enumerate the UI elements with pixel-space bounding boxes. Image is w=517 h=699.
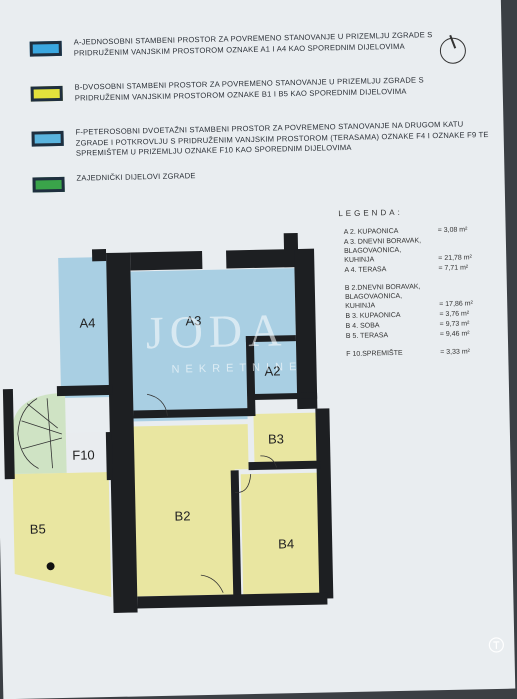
legenda-item-value: = 7,71 m² — [438, 264, 469, 273]
room-label-f10: F10 — [72, 447, 95, 462]
legenda-item-value: = 9,46 m² — [439, 330, 470, 339]
legend-text-b: B-DVOSOBNI STAMBENI PROSTOR ZA POVREMENO… — [74, 75, 424, 103]
room-fill-a2 — [251, 343, 298, 394]
legend-row-a: A-JEDNOSOBNI STAMBENI PROSTOR ZA POVREME… — [29, 30, 444, 60]
floor-plan-drawing: A4 A3 A2 F10 B3 B2 B5 B4 — [2, 233, 334, 613]
room-label-a3: A3 — [185, 313, 201, 328]
legend-row-b: B-DVOSOBNI STAMBENI PROSTOR ZA POVREMENO… — [30, 75, 444, 105]
legend-swatch-a — [29, 40, 62, 57]
corner-logo-icon — [488, 637, 504, 653]
room-label-b4: B4 — [278, 536, 294, 551]
legenda-item: B 4. SOBA = 9,73 m² — [345, 320, 470, 331]
legenda-item-label: F 10.SPREMIŠTE — [346, 349, 403, 359]
legenda-item-label: KUHINJA — [345, 302, 376, 311]
legenda-item-label: A 2. KUPAONICA — [343, 227, 399, 237]
room-label-b3: B3 — [268, 431, 284, 446]
legenda-item-value: = 3,08 m² — [437, 226, 468, 235]
legenda-item-label: B 4. SOBA — [345, 322, 380, 331]
room-label-b5: B5 — [30, 521, 46, 536]
legenda-item-label: B 3. KUPAONICA — [345, 311, 401, 321]
room-fill-b3 — [253, 412, 317, 464]
legenda-item-label: B 2.DNEVNI BORAVAK, — [344, 283, 421, 293]
legenda-item-value: = 21,78 m² — [438, 254, 472, 263]
legenda-item-label: KUHINJA — [344, 256, 375, 265]
legenda-item: B 5. TERASA = 9,46 m² — [345, 330, 470, 341]
legenda-item: F 10.SPREMIŠTE = 3,33 m² — [346, 348, 470, 359]
legend-swatch-common — [32, 176, 65, 193]
legenda-item: A 4. TERASA = 7,71 m² — [344, 264, 468, 275]
legend-row-f: F-PETEROSOBNI DVOETAŽNI STAMBENI PROSTOR… — [31, 119, 496, 160]
legenda-item-label: BLAGOVAONICA, — [344, 246, 402, 256]
stair-common — [11, 392, 67, 475]
legend-swatch-b — [30, 85, 63, 102]
walls — [2, 233, 334, 613]
legend-text-common: ZAJEDNIČKI DIJELOVI ZGRADE — [76, 171, 196, 183]
room-fill-b5 — [12, 472, 112, 598]
room-fill-a4 — [58, 256, 124, 399]
legenda-title: LEGENDA: — [338, 207, 403, 219]
watermark-logo: JODA — [145, 304, 288, 359]
legenda-item: KUHINJA = 17,86 m² — [345, 300, 473, 311]
legenda-item-label: B 5. TERASA — [345, 332, 389, 341]
door-swings — [146, 393, 277, 593]
drain-icon — [46, 562, 55, 571]
room-label-a4: A4 — [79, 315, 95, 330]
legenda-item-label: A 4. TERASA — [344, 266, 387, 275]
legenda-item: B 3. KUPAONICA = 3,76 m² — [345, 310, 469, 321]
room-fill-b4 — [240, 472, 322, 597]
legenda-item: KUHINJA = 21,78 m² — [344, 254, 472, 265]
legend-text-a: A-JEDNOSOBNI STAMBENI PROSTOR ZA POVREME… — [73, 30, 433, 58]
legenda-item-value: = 17,86 m² — [439, 300, 473, 309]
room-label-b2: B2 — [174, 508, 190, 523]
room-fill-b2 — [130, 424, 249, 597]
legenda-item-value: = 3,33 m² — [440, 348, 471, 357]
stairs-icon — [17, 398, 63, 469]
legend-swatch-f — [31, 130, 64, 147]
north-arrow-icon — [439, 37, 467, 64]
legenda-item-label: BLAGOVAONICA, — [344, 292, 403, 302]
legend-text-f: F-PETEROSOBNI DVOETAŽNI STAMBENI PROSTOR… — [75, 119, 489, 158]
legend-row-common: ZAJEDNIČKI DIJELOVI ZGRADE — [32, 171, 196, 193]
room-label-a2: A2 — [264, 363, 280, 378]
legenda-item-value: = 3,76 m² — [439, 310, 470, 319]
legenda-item-label: A 3. DNEVNI BORAVAK, — [343, 237, 422, 247]
legenda-item: A 2. KUPAONICA = 3,08 m² — [343, 226, 468, 237]
legenda-item-value: = 9,73 m² — [439, 320, 470, 329]
